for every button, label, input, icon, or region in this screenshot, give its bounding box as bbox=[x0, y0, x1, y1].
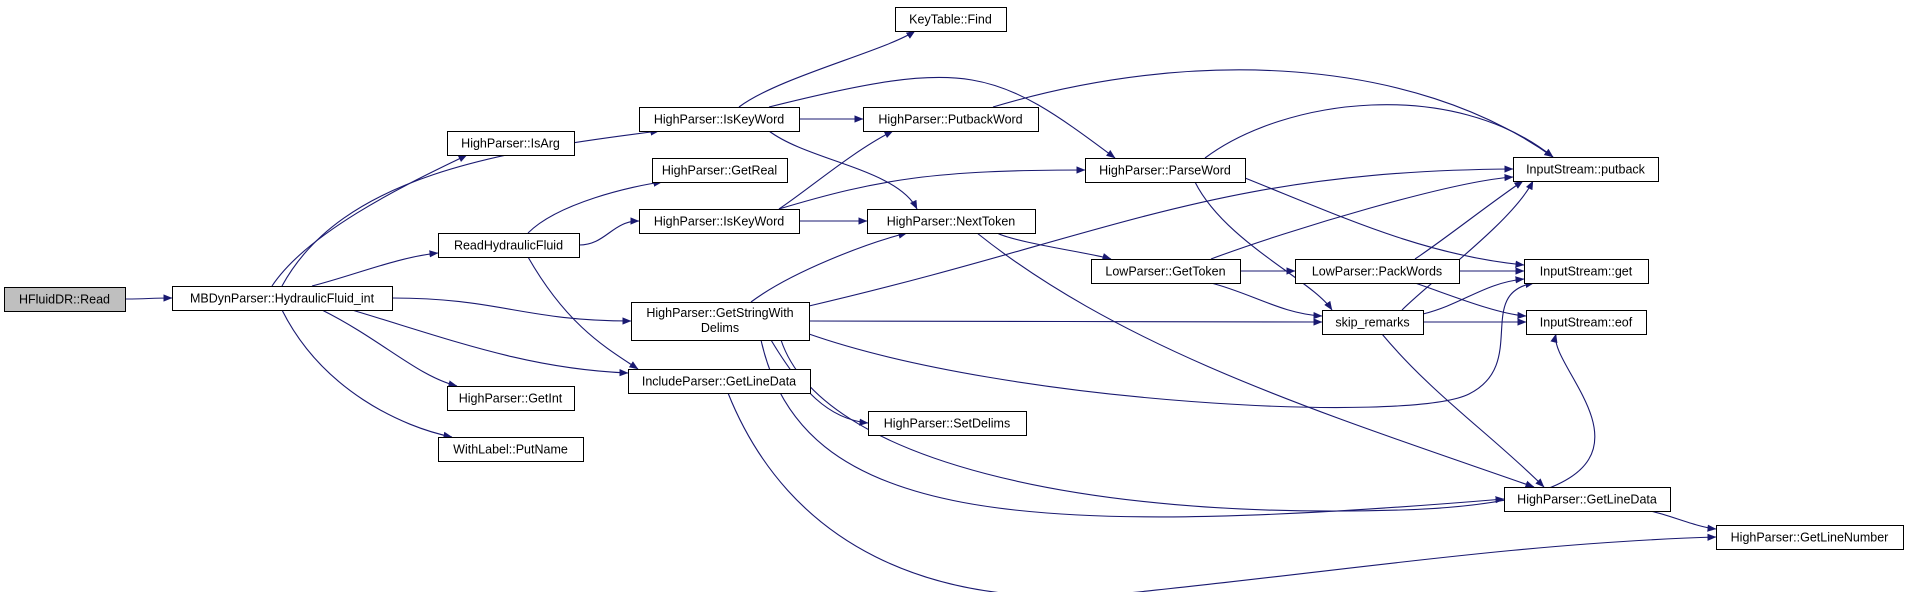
node-skip_remarks[interactable]: skip_remarks bbox=[1322, 310, 1424, 335]
edge-mbdyn_hf-to-hp_getstring bbox=[391, 297, 632, 325]
edge-lp_gettoken-to-is_putback bbox=[1210, 173, 1514, 260]
node-is_putback[interactable]: InputStream::putback bbox=[1513, 157, 1659, 182]
node-hp_putback[interactable]: HighParser::PutbackWord bbox=[863, 107, 1039, 132]
edge-hp_getlinedata-to-hp_getlinenumber bbox=[1649, 510, 1717, 532]
edge-hp_nexttoken-to-hp_getlinedata bbox=[976, 232, 1535, 488]
edge-hp_getstring-to-skip_remarks bbox=[808, 318, 1323, 326]
node-label: HighParser::SetDelims bbox=[884, 417, 1010, 431]
node-label: HighParser::IsKeyWord bbox=[654, 215, 784, 229]
edge-hp_getstring-to-hp_getlinedata bbox=[760, 339, 1505, 518]
edge-mbdyn_hf-to-read_hf bbox=[311, 250, 439, 287]
node-label: WithLabel::PutName bbox=[453, 443, 568, 457]
edge-lp_gettoken-to-skip_remarks bbox=[1210, 282, 1323, 320]
edge-skip_remarks-to-hp_getlinedata bbox=[1381, 333, 1545, 488]
edge-mbdyn_hf-to-wl_putname bbox=[281, 309, 453, 439]
node-label: MBDynParser::HydraulicFluid_int bbox=[190, 292, 375, 306]
edge-ip_getlinedata-to-hp_getlinenumber bbox=[727, 392, 1717, 592]
edge-hp_parseword-to-is_get bbox=[1244, 177, 1525, 268]
node-ip_getlinedata[interactable]: IncludeParser::GetLineData bbox=[628, 369, 811, 394]
node-label: ReadHydraulicFluid bbox=[454, 239, 563, 253]
node-hp_getlinenumber[interactable]: HighParser::GetLineNumber bbox=[1716, 525, 1904, 550]
node-label: HighParser::GetLineData bbox=[1517, 493, 1657, 507]
node-label: InputStream::get bbox=[1540, 265, 1633, 279]
node-hp_isarg[interactable]: HighParser::IsArg bbox=[447, 131, 575, 156]
node-label-line2: Delims bbox=[701, 321, 739, 335]
function-nodes: HFluidDR::Read MBDynParser::HydraulicFlui… bbox=[4, 7, 1904, 550]
node-mbdyn_hf[interactable]: MBDynParser::HydraulicFluid_int bbox=[172, 286, 393, 311]
edge-hp_iskeyword1-to-hp_parseword bbox=[768, 76, 1116, 159]
edge-hp_iskeyword2-to-hp_parseword bbox=[778, 166, 1086, 210]
node-kt_find[interactable]: KeyTable::Find bbox=[895, 7, 1007, 32]
node-lp_gettoken[interactable]: LowParser::GetToken bbox=[1091, 259, 1241, 284]
node-lp_packwords[interactable]: LowParser::PackWords bbox=[1295, 259, 1460, 284]
node-is_eof[interactable]: InputStream::eof bbox=[1526, 310, 1647, 335]
node-label: HighParser::NextToken bbox=[887, 215, 1016, 229]
node-label: skip_remarks bbox=[1335, 316, 1409, 330]
node-hp_nexttoken[interactable]: HighParser::NextToken bbox=[867, 209, 1036, 234]
edge-skip_remarks-to-is_get bbox=[1422, 276, 1525, 315]
node-read_hf[interactable]: ReadHydraulicFluid bbox=[438, 233, 580, 258]
node-hp_iskeyword1[interactable]: HighParser::IsKeyWord bbox=[639, 107, 800, 132]
edge-hp_getstring-to-is_get bbox=[808, 280, 1535, 409]
node-hp_getlinedata[interactable]: HighParser::GetLineData bbox=[1504, 487, 1671, 512]
edge-hp_putback-to-is_putback bbox=[992, 69, 1554, 158]
edge-hfluid_read-to-mbdyn_hf bbox=[124, 294, 173, 302]
edge-mbdyn_hf-to-hp_isarg bbox=[271, 154, 468, 287]
node-label: HighParser::GetStringWith bbox=[646, 306, 793, 320]
node-label: HighParser::ParseWord bbox=[1099, 164, 1231, 178]
edge-lp_packwords-to-is_putback bbox=[1414, 180, 1524, 260]
edge-read_hf-to-hp_iskeyword2 bbox=[578, 217, 640, 246]
edge-skip_remarks-to-is_putback bbox=[1401, 180, 1534, 311]
node-hp_getint[interactable]: HighParser::GetInt bbox=[447, 386, 575, 411]
node-wl_putname[interactable]: WithLabel::PutName bbox=[438, 437, 584, 462]
edge-mbdyn_hf-to-hp_getint bbox=[321, 309, 458, 388]
edge-hp_getstring-to-is_putback bbox=[808, 165, 1514, 307]
edge-hp_parseword-to-is_putback bbox=[1204, 104, 1554, 159]
node-hfluid_read[interactable]: HFluidDR::Read bbox=[4, 287, 126, 312]
node-hp_getreal[interactable]: HighParser::GetReal bbox=[652, 158, 788, 183]
edge-hp_getstring-to-hp_nexttoken bbox=[750, 231, 908, 303]
node-label: HighParser::GetInt bbox=[459, 392, 563, 406]
edge-read_hf-to-ip_getlinedata bbox=[527, 256, 639, 370]
node-is_get[interactable]: InputStream::get bbox=[1524, 259, 1649, 284]
node-label: HFluidDR::Read bbox=[19, 293, 110, 307]
edge-hp_parseword-to-skip_remarks bbox=[1194, 181, 1333, 311]
node-hp_parseword[interactable]: HighParser::ParseWord bbox=[1085, 158, 1246, 183]
edge-read_hf-to-hp_getreal bbox=[527, 179, 663, 234]
edge-hp_getstring-to-hp_setdelims bbox=[770, 339, 869, 426]
edge-lp_packwords-to-is_eof bbox=[1414, 282, 1527, 320]
node-label: LowParser::GetToken bbox=[1105, 265, 1225, 279]
edge-hp_iskeyword2-to-hp_putback bbox=[778, 130, 894, 210]
edge-hp_nexttoken-to-lp_gettoken bbox=[996, 232, 1112, 260]
edge-mbdyn_hf-to-ip_getlinedata bbox=[351, 309, 629, 377]
edge-hp_iskeyword1-to-hp_nexttoken bbox=[768, 130, 918, 210]
node-label: HighParser::GetLineNumber bbox=[1731, 531, 1889, 545]
node-label: HighParser::GetReal bbox=[662, 164, 777, 178]
edge-mbdyn_hf-to-hp_iskeyword1 bbox=[281, 128, 660, 287]
node-label: LowParser::PackWords bbox=[1312, 265, 1442, 279]
node-label: HighParser::PutbackWord bbox=[878, 113, 1022, 127]
node-label: InputStream::putback bbox=[1526, 163, 1646, 177]
node-label: InputStream::eof bbox=[1540, 316, 1633, 330]
node-hp_iskeyword2[interactable]: HighParser::IsKeyWord bbox=[639, 209, 800, 234]
edge-hp_iskeyword1-to-kt_find bbox=[738, 30, 916, 108]
node-hp_setdelims[interactable]: HighParser::SetDelims bbox=[868, 411, 1027, 436]
node-label: HighParser::IsArg bbox=[461, 137, 560, 151]
node-label: KeyTable::Find bbox=[909, 13, 992, 27]
node-label: HighParser::IsKeyWord bbox=[654, 113, 784, 127]
call-edges bbox=[124, 30, 1717, 592]
node-label: IncludeParser::GetLineData bbox=[642, 375, 796, 389]
